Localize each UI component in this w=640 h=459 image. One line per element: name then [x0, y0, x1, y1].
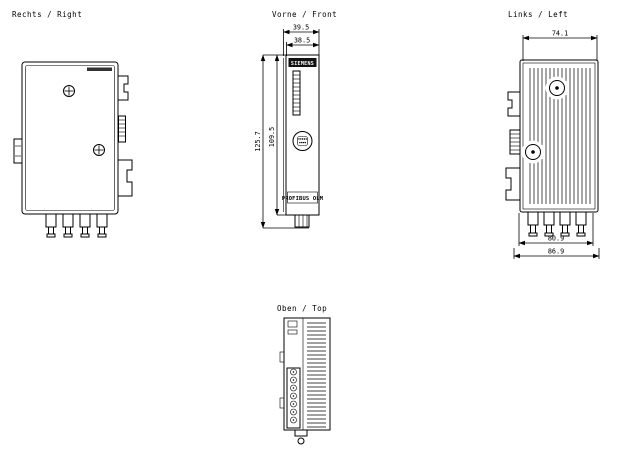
right-top-label-strip [87, 67, 112, 71]
top-terminal-block [286, 367, 301, 429]
left-bottom-connectors [527, 211, 587, 237]
front-body-outline [285, 54, 320, 216]
left-dim-top-label: 74.1 [552, 30, 568, 38]
right-side-connector [13, 138, 23, 164]
screw-boss-left-icon [525, 144, 541, 160]
front-dim-height-outer: 125.7 [254, 54, 309, 229]
top-edge-details [279, 320, 298, 409]
front-dim-width-inner-label: 38.5 [294, 37, 310, 45]
front-view-title: Vorne / Front [272, 10, 337, 19]
right-body-inner-outline [25, 65, 115, 211]
front-view: Vorne / Front 39.5 38.5 125.7 109.5 [254, 10, 337, 229]
top-bottom-stub [294, 429, 308, 445]
left-view-title: Links / Left [508, 10, 568, 19]
top-view-title: Oben / Top [277, 304, 327, 313]
left-dim-bottom-inner-label: 80.9 [548, 235, 564, 243]
front-dim-width-outer-label: 39.5 [293, 24, 309, 32]
right-view-title: Rechts / Right [12, 10, 82, 19]
din-rail-clip-left [505, 91, 521, 201]
left-dim-bottom-outer-label: 86.9 [548, 248, 564, 256]
product-label: PROFIBUS OLM [282, 196, 324, 202]
front-dim-height-inner-label: 109.5 [268, 127, 276, 147]
top-vent-grille [307, 322, 326, 428]
left-dim-bottom-outer: 86.9 [513, 248, 600, 259]
top-view: Oben / Top [277, 304, 331, 445]
dsub-connector-icon [292, 131, 313, 151]
front-terminal-strip [292, 70, 301, 116]
front-bottom-stub [294, 214, 310, 228]
product-plate: PROFIBUS OLM [282, 191, 324, 204]
right-view: Rechts / Right [12, 10, 133, 238]
right-body-outline [21, 61, 119, 215]
front-dim-height-outer-label: 125.7 [254, 131, 262, 151]
left-dim-bottom-inner: 80.9 [518, 213, 594, 246]
screw-top-icon [63, 85, 75, 97]
screw-boss-top-icon [549, 80, 565, 96]
vent-grille [529, 68, 591, 204]
front-dim-width-outer: 39.5 [283, 24, 320, 56]
left-view: Links / Left 74.1 [505, 10, 600, 259]
left-body-inner-outline [522, 62, 596, 210]
front-dim-width-inner: 38.5 [286, 37, 320, 56]
brand-label: SIEMENS [291, 61, 314, 67]
din-rail-clip-right [118, 75, 133, 197]
screw-middle-icon [93, 144, 105, 156]
brand-plate [288, 58, 317, 67]
right-bottom-connectors [45, 213, 108, 238]
left-dim-top: 74.1 [522, 30, 598, 61]
front-dim-height-inner: 109.5 [268, 54, 286, 216]
